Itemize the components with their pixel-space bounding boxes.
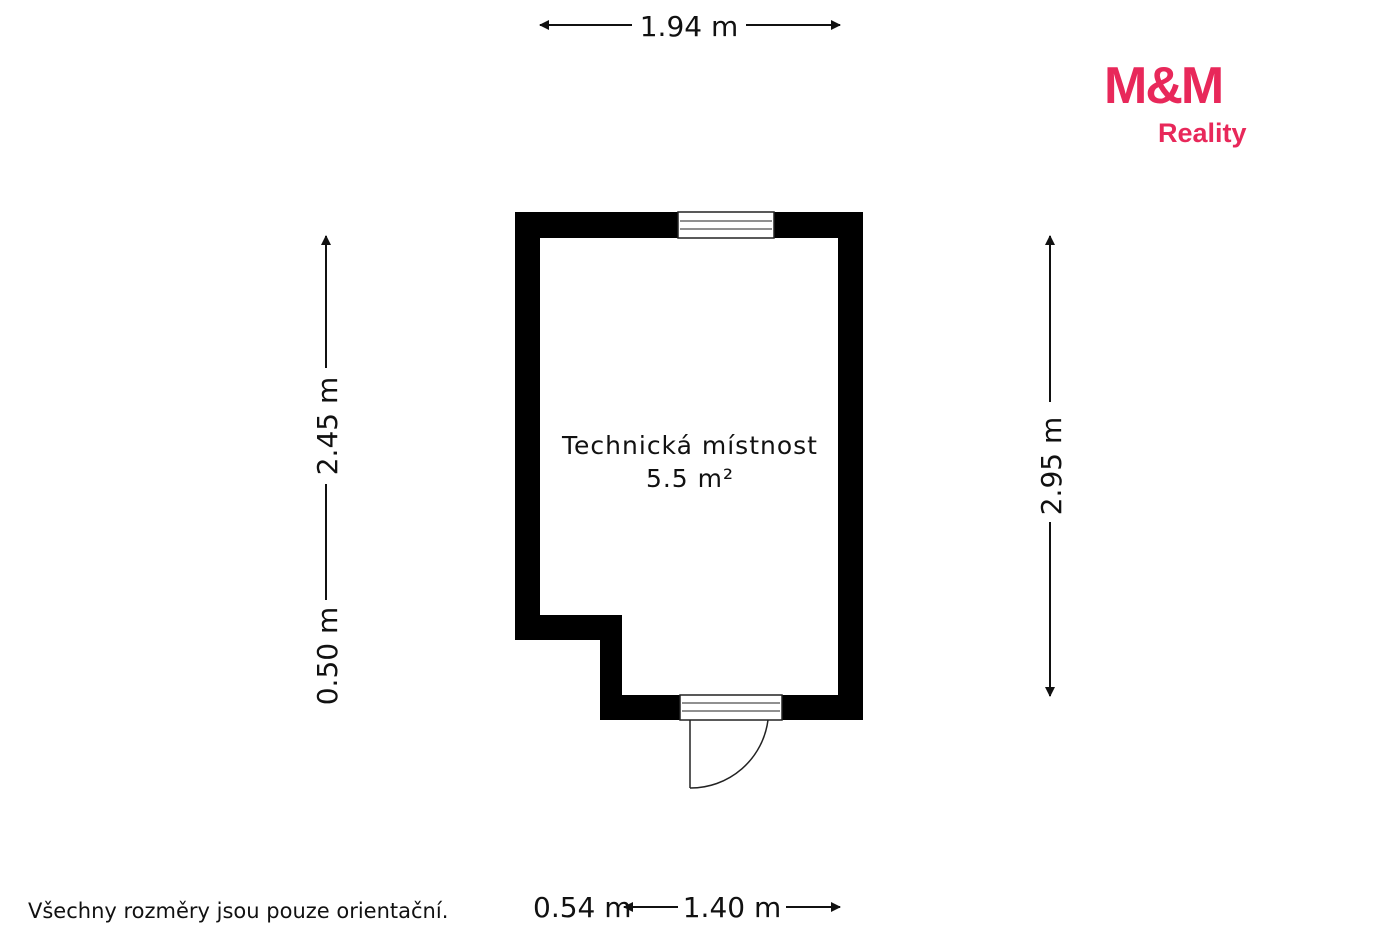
- dimensions-disclaimer: Všechny rozměry jsou pouze orientační.: [28, 899, 449, 923]
- left-upper-height-label: 2.45 m: [311, 377, 344, 476]
- brand-logo-subtitle: Reality: [1158, 118, 1247, 148]
- door-swing-arc: [689, 719, 769, 789]
- room-area: 5.5 m²: [646, 464, 734, 493]
- entrance-door: [679, 694, 783, 789]
- left-lower-height-label: 0.50 m: [311, 607, 344, 706]
- top-window: [677, 211, 775, 239]
- brand-logo: M&M: [1104, 57, 1224, 115]
- right-height-label: 2.95 m: [1035, 417, 1068, 516]
- bottom-offset-label: 0.54 m: [533, 891, 632, 924]
- dimension-left-heights: 2.45 m 0.50 m: [311, 235, 344, 706]
- dimension-right-height: 2.95 m: [1035, 235, 1068, 697]
- top-width-label: 1.94 m: [640, 10, 739, 43]
- bottom-width-label: 1.40 m: [683, 891, 782, 924]
- room-name: Technická místnost: [561, 431, 818, 460]
- dimension-bottom: 0.54 m 1.40 m: [533, 891, 841, 924]
- dimension-top-width: 1.94 m: [539, 10, 841, 43]
